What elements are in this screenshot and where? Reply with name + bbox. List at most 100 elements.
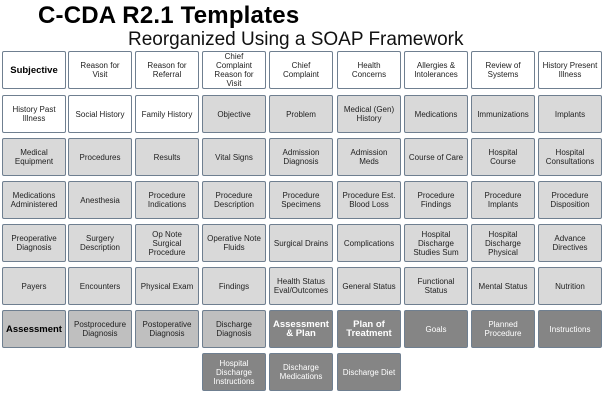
- template-box-procedures: Procedures: [68, 138, 132, 176]
- template-box-label: Assessment: [6, 323, 62, 335]
- template-box-history-present-illness: History Present Illness: [538, 51, 602, 89]
- template-box-label: Hospital Discharge Instructions: [213, 358, 255, 386]
- template-box-payers: Payers: [2, 267, 66, 305]
- template-box-health-concerns: Health Concerns: [337, 51, 401, 89]
- template-box-label: Planned Procedure: [484, 320, 522, 338]
- template-box-label: Family History: [141, 109, 193, 119]
- template-box-medical-gen-history: Medical (Gen) History: [337, 95, 401, 133]
- template-box-label: Hospital Course: [488, 148, 518, 166]
- template-box-label: Anesthesia: [80, 195, 120, 205]
- template-box-label: Course of Care: [408, 152, 464, 162]
- template-box-label: Instructions: [549, 324, 591, 334]
- template-box-label: Chief Complaint Reason for Visit: [214, 52, 254, 88]
- template-box-label: Procedures: [79, 152, 121, 162]
- template-box-family-history: Family History: [135, 95, 199, 133]
- template-box-label: Goals: [425, 324, 447, 334]
- template-box-label: Immunizations: [477, 109, 529, 119]
- template-box-functional-status: Functional Status: [404, 267, 468, 305]
- template-box-label: Advance Directives: [552, 234, 588, 252]
- template-box-label: Medical (Gen) History: [343, 105, 395, 123]
- template-box-discharge-diagnosis: Discharge Diagnosis: [202, 310, 266, 348]
- template-box-goals: Goals: [404, 310, 468, 348]
- template-box-findings: Findings: [202, 267, 266, 305]
- template-box-label: Admission Diagnosis: [282, 148, 320, 166]
- template-box-mental-status: Mental Status: [471, 267, 535, 305]
- template-box-label: Reason for Referral: [147, 61, 187, 79]
- template-box-label: Discharge Diagnosis: [215, 320, 252, 338]
- template-box-advance-directives: Advance Directives: [538, 224, 602, 262]
- template-box-procedure-specimens: Procedure Specimens: [269, 181, 333, 219]
- template-box-hospital-consultations: Hospital Consultations: [538, 138, 602, 176]
- template-box-encounters: Encounters: [68, 267, 132, 305]
- template-box-label: Procedure Findings: [417, 191, 455, 209]
- template-box-review-of-systems: Review of Systems: [471, 51, 535, 89]
- template-box-label: Hospital Consultations: [545, 148, 595, 166]
- template-box-discharge-medications: Discharge Medications: [269, 353, 333, 391]
- template-box-label: Surgical Drains: [273, 238, 329, 248]
- template-box-surgery-description: Surgery Description: [68, 224, 132, 262]
- template-box-label: Assessment & Plan: [273, 319, 329, 339]
- template-box-nutrition: Nutrition: [538, 267, 602, 305]
- template-box-label: Postprocedure Diagnosis: [73, 320, 127, 338]
- template-box-label: Procedure Description: [213, 191, 254, 209]
- template-box-label: Subjective: [10, 64, 58, 76]
- template-box-implants: Implants: [538, 95, 602, 133]
- template-box-op-note-surgical-procedure: Op Note Surgical Procedure: [135, 224, 199, 262]
- template-box-label: Complications: [343, 238, 395, 248]
- template-box-chief-complaint-reason-for-visit: Chief Complaint Reason for Visit: [202, 51, 266, 89]
- page-subtitle: Reorganized Using a SOAP Framework: [128, 29, 464, 50]
- template-box-label: Procedure Specimens: [281, 191, 321, 209]
- template-box-admission-meds: Admission Meds: [337, 138, 401, 176]
- template-box-hospital-course: Hospital Course: [471, 138, 535, 176]
- template-box-label: Nutrition: [555, 281, 585, 291]
- template-box-plan-of-treatment: Plan of Treatment: [337, 310, 401, 348]
- template-box-procedure-disposition: Procedure Disposition: [538, 181, 602, 219]
- template-box-procedure-findings: Procedure Findings: [404, 181, 468, 219]
- template-box-planned-procedure: Planned Procedure: [471, 310, 535, 348]
- template-box-general-status: General Status: [337, 267, 401, 305]
- template-box-instructions: Instructions: [538, 310, 602, 348]
- template-box-medical-equipment: Medical Equipment: [2, 138, 66, 176]
- template-box-subjective: Subjective: [2, 51, 66, 89]
- template-box-label: History Past Illness: [12, 105, 56, 123]
- template-box-label: Health Concerns: [351, 61, 387, 79]
- template-box-label: Discharge Medications: [279, 363, 323, 381]
- template-box-label: Health Status Eval/Outcomes: [273, 277, 329, 295]
- template-box-postoperative-diagnosis: Postoperative Diagnosis: [135, 310, 199, 348]
- template-box-procedure-implants: Procedure Implants: [471, 181, 535, 219]
- template-box-label: Medications Administered: [10, 191, 58, 209]
- template-box-label: Payers: [21, 281, 47, 291]
- template-box-objective: Objective: [202, 95, 266, 133]
- template-box-medications-administered: Medications Administered: [2, 181, 66, 219]
- template-box-operative-note-fluids: Operative Note Fluids: [202, 224, 266, 262]
- template-box-health-status-eval-outcomes: Health Status Eval/Outcomes: [269, 267, 333, 305]
- template-box-course-of-care: Course of Care: [404, 138, 468, 176]
- template-box-vital-signs: Vital Signs: [202, 138, 266, 176]
- template-box-label: Hospital Discharge Studies Sum: [413, 229, 459, 257]
- template-box-procedure-indications: Procedure Indications: [135, 181, 199, 219]
- template-box-complications: Complications: [337, 224, 401, 262]
- template-box-label: Op Note Surgical Procedure: [148, 229, 186, 257]
- template-box-immunizations: Immunizations: [471, 95, 535, 133]
- template-box-history-past-illness: History Past Illness: [2, 95, 66, 133]
- template-box-procedure-est-blood-loss: Procedure Est. Blood Loss: [337, 181, 401, 219]
- template-box-admission-diagnosis: Admission Diagnosis: [269, 138, 333, 176]
- template-box-assessment: Assessment: [2, 310, 66, 348]
- template-box-discharge-diet: Discharge Diet: [337, 353, 401, 391]
- template-box-label: Mental Status: [478, 281, 528, 291]
- template-box-label: Chief Complaint: [282, 61, 319, 79]
- template-box-label: Medications: [414, 109, 458, 119]
- template-box-label: Functional Status: [417, 277, 455, 295]
- template-box-label: Medical Equipment: [14, 148, 54, 166]
- template-box-label: Physical Exam: [140, 281, 194, 291]
- template-box-label: Results: [153, 152, 181, 162]
- template-box-results: Results: [135, 138, 199, 176]
- template-box-label: Admission Meds: [350, 148, 388, 166]
- template-box-surgical-drains: Surgical Drains: [269, 224, 333, 262]
- page-title: C-CDA R2.1 Templates: [38, 2, 300, 29]
- template-box-problem: Problem: [269, 95, 333, 133]
- template-box-label: General Status: [342, 281, 396, 291]
- template-box-allergies-and-intolerances: Allergies & Intolerances: [404, 51, 468, 89]
- template-box-label: Allergies & Intolerances: [414, 61, 458, 79]
